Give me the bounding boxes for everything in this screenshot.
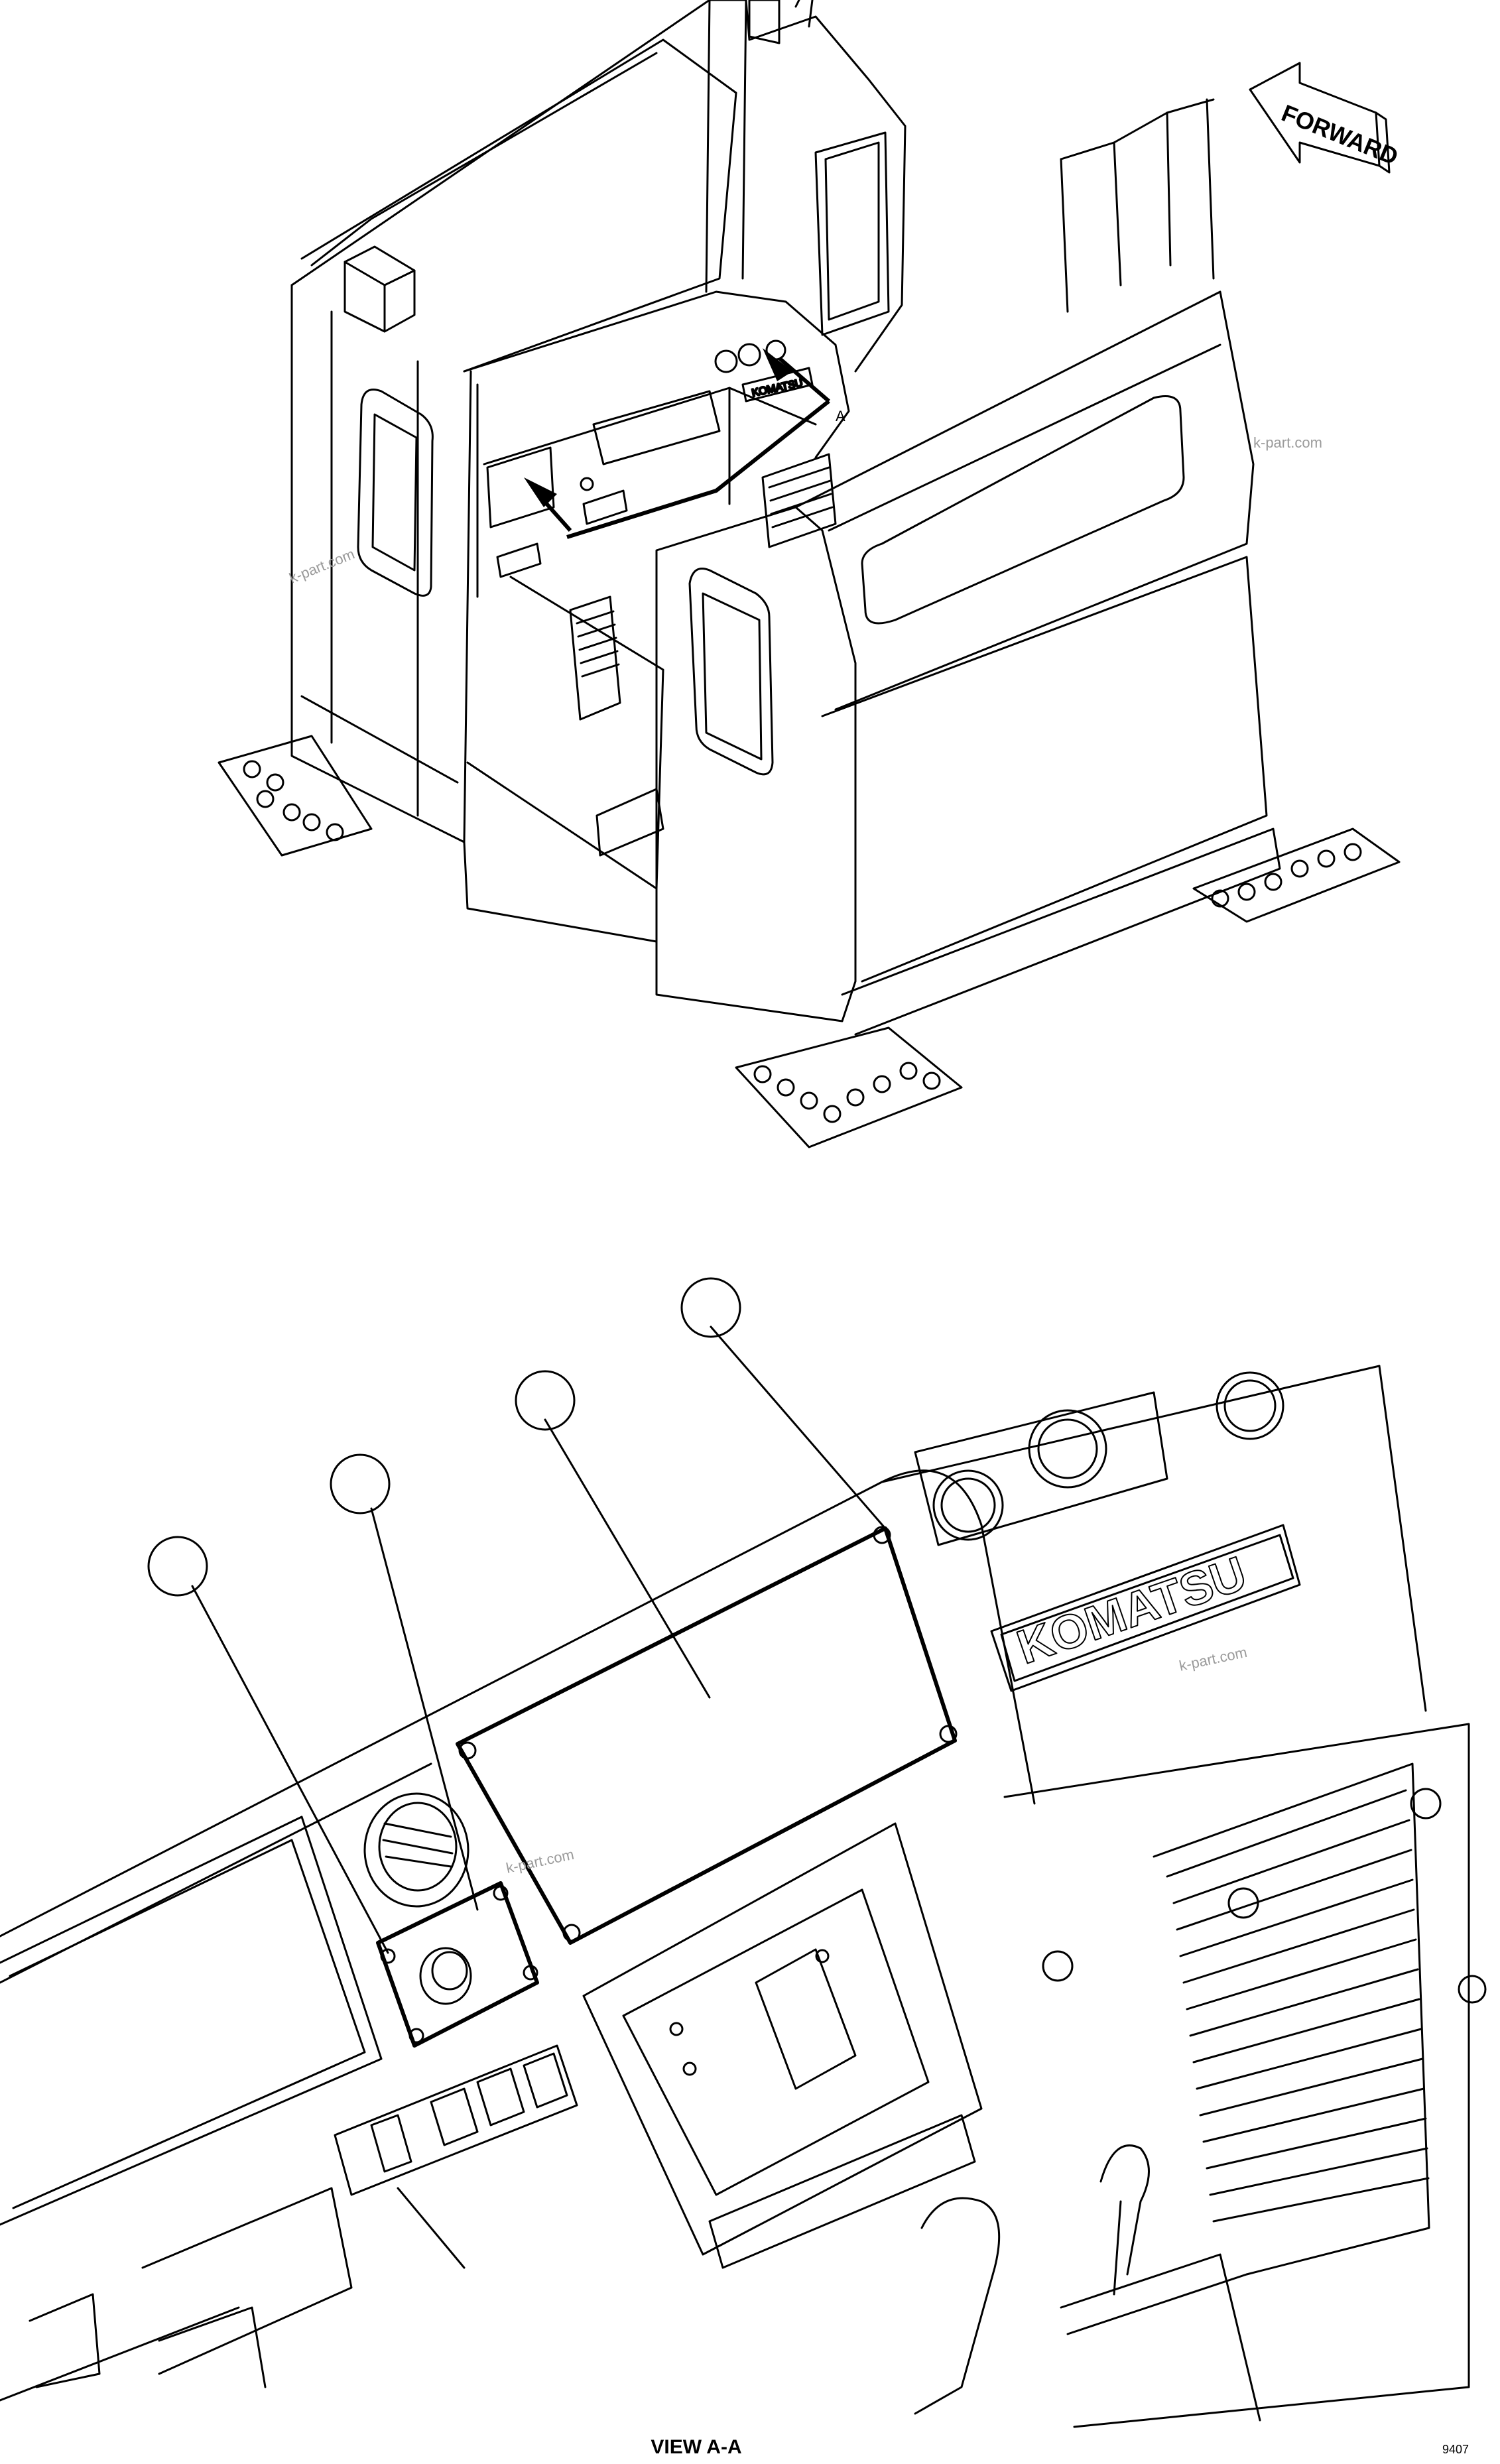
section-marker-label: A (836, 408, 845, 424)
watermark-4: k-part.com (1178, 1644, 1249, 1674)
view-a-a-detail: KOMATSU (0, 1277, 1487, 2458)
watermark-1: k-part.com (287, 546, 357, 587)
callout-4 (680, 1277, 741, 1338)
callout-balloon (515, 1370, 576, 1431)
cab-floor (466, 576, 664, 890)
page-code: 9407 (1442, 2443, 1469, 2456)
callout-balloon (330, 1453, 391, 1514)
callout-2 (330, 1453, 391, 1514)
forward-arrow-label: FORWARD (1278, 99, 1402, 170)
screw-icon (562, 1924, 581, 1942)
section-arrow-head-left-icon (524, 477, 557, 507)
forward-arrow: FORWARD (1249, 62, 1402, 174)
komatsu-logo-plate: KOMATSU (990, 1524, 1301, 1692)
callout-1 (147, 1536, 208, 1597)
radio-panel (582, 1822, 983, 2269)
switch-bank (334, 2044, 578, 2269)
callout-balloon (680, 1277, 741, 1338)
base-plate-front (735, 1026, 963, 1148)
monitor-display (0, 1816, 383, 2226)
cab-right-door (655, 506, 857, 1022)
screw-icon (939, 1725, 958, 1743)
control-lever (914, 2144, 1261, 2422)
callout-balloon (147, 1536, 208, 1597)
watermark-3: k-part.com (505, 1846, 576, 1877)
cab-left-wall (290, 0, 906, 943)
grille-panel (1003, 1723, 1487, 2428)
view-label: VIEW A-A (651, 2436, 741, 2458)
section-arrows: A (524, 348, 845, 539)
callout-leaders (191, 1325, 887, 1954)
right-rear-window (814, 131, 890, 336)
gauge-housing (914, 1371, 1284, 1546)
cab-isometric-view: KOMATSU A (218, 0, 1402, 1148)
section-arrow-head-right-icon (763, 348, 792, 381)
base-plate-right (1192, 828, 1401, 923)
switch-plate (376, 1881, 539, 2048)
callout-3 (515, 1370, 576, 1431)
screw-icon (873, 1526, 891, 1544)
screw-icon (458, 1741, 477, 1760)
base-plate-left (218, 735, 373, 857)
cab-right-wall (794, 98, 1281, 1036)
lower-left-controls (0, 2187, 353, 2402)
air-vent (363, 1792, 469, 1908)
left-post (344, 245, 416, 333)
cover-panel (456, 1526, 958, 1945)
watermark-2: k-part.com (1253, 434, 1322, 451)
rear-posts (748, 0, 814, 44)
